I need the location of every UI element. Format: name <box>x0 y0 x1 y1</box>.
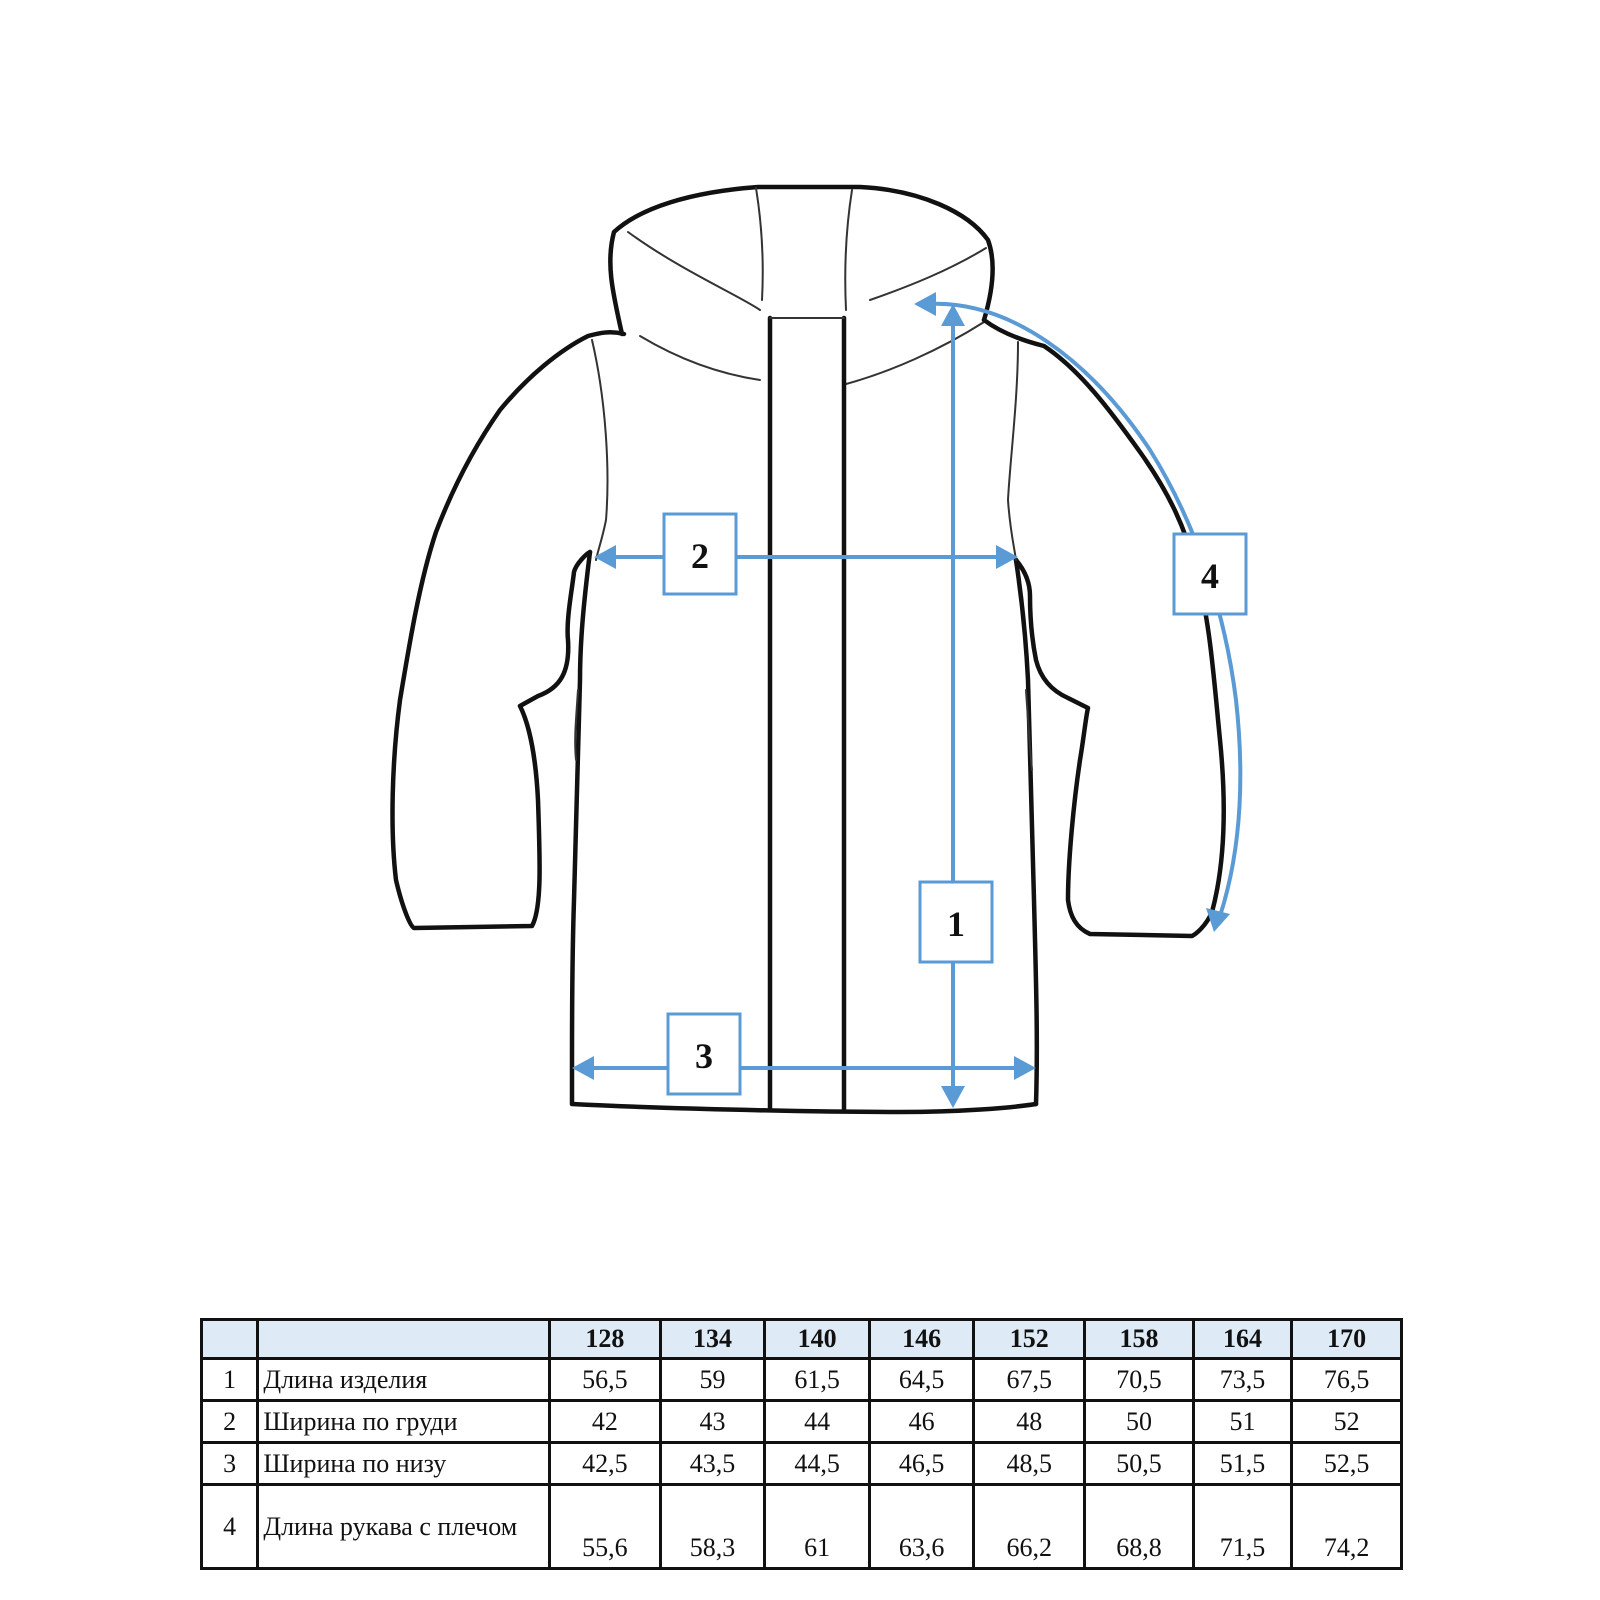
row-name: Длина рукава с плечом <box>256 1483 552 1570</box>
row-name: Ширина по груди <box>256 1399 552 1444</box>
header-size: 170 <box>1290 1318 1403 1360</box>
cell-value: 61,5 <box>763 1357 871 1402</box>
cell-value: 52 <box>1290 1399 1403 1444</box>
header-blank-name <box>256 1318 552 1360</box>
row-name: Длина изделия <box>256 1357 552 1402</box>
table-row: 1 Длина изделия 56,5 59 61,5 64,5 67,5 7… <box>199 1357 1403 1402</box>
cell-value: 64,5 <box>867 1357 976 1402</box>
cell-value: 43,5 <box>658 1441 767 1486</box>
label-2-text: 2 <box>691 536 709 576</box>
cell-value: 46,5 <box>867 1441 976 1486</box>
label-1: 1 <box>918 880 994 964</box>
cell-value: 55,6 <box>548 1483 662 1570</box>
row-number: 3 <box>199 1441 260 1486</box>
label-1-text: 1 <box>947 904 965 944</box>
header-size: 134 <box>658 1318 767 1360</box>
cell-value: 67,5 <box>972 1357 1087 1402</box>
header-size: 128 <box>548 1318 662 1360</box>
cell-value: 51,5 <box>1191 1441 1294 1486</box>
cell-value: 48 <box>972 1399 1087 1444</box>
cell-value: 42 <box>548 1399 662 1444</box>
row-number: 2 <box>199 1399 260 1444</box>
cell-value: 61 <box>763 1483 871 1570</box>
table-row: 2 Ширина по груди 42 43 44 46 48 50 51 5… <box>199 1399 1403 1444</box>
cell-value: 51 <box>1191 1399 1294 1444</box>
cell-value: 50 <box>1083 1399 1195 1444</box>
header-size: 164 <box>1191 1318 1294 1360</box>
label-3: 3 <box>666 1012 742 1096</box>
jacket-measurement-diagram: 1 2 3 4 <box>390 184 1248 1115</box>
cell-value: 76,5 <box>1290 1357 1403 1402</box>
cell-value: 52,5 <box>1290 1441 1403 1486</box>
cell-value: 58,3 <box>658 1483 767 1570</box>
label-4: 4 <box>1172 532 1248 616</box>
label-3-text: 3 <box>695 1036 713 1076</box>
cell-value: 44,5 <box>763 1441 871 1486</box>
cell-value: 46 <box>867 1399 976 1444</box>
cell-value: 71,5 <box>1191 1483 1294 1570</box>
cell-value: 43 <box>658 1399 767 1444</box>
header-size: 158 <box>1083 1318 1195 1360</box>
row-name: Ширина по низу <box>256 1441 552 1486</box>
header-size: 146 <box>867 1318 976 1360</box>
cell-value: 74,2 <box>1290 1483 1403 1570</box>
cell-value: 66,2 <box>972 1483 1087 1570</box>
header-size: 152 <box>972 1318 1087 1360</box>
label-4-text: 4 <box>1201 556 1219 596</box>
cell-value: 50,5 <box>1083 1441 1195 1486</box>
row-number: 1 <box>199 1357 260 1402</box>
header-size: 140 <box>763 1318 871 1360</box>
label-2: 2 <box>662 512 738 596</box>
table-header-row: 128 134 140 146 152 158 164 170 <box>199 1318 1403 1360</box>
measure-line-hem <box>572 1056 1036 1080</box>
cell-value: 48,5 <box>972 1441 1087 1486</box>
row-number: 4 <box>199 1483 260 1570</box>
jacket-outline <box>390 184 1227 1115</box>
table-row: 4 Длина рукава с плечом 55,6 58,3 61 63,… <box>199 1483 1403 1570</box>
table-row: 3 Ширина по низу 42,5 43,5 44,5 46,5 48,… <box>199 1441 1403 1486</box>
header-blank-num <box>199 1318 260 1360</box>
cell-value: 73,5 <box>1191 1357 1294 1402</box>
cell-value: 42,5 <box>548 1441 662 1486</box>
measure-line-length <box>941 304 965 1108</box>
cell-value: 70,5 <box>1083 1357 1195 1402</box>
cell-value: 63,6 <box>867 1483 976 1570</box>
size-table: 128 134 140 146 152 158 164 170 1 Длина … <box>199 1318 1403 1570</box>
cell-value: 59 <box>658 1357 767 1402</box>
cell-value: 44 <box>763 1399 871 1444</box>
cell-value: 56,5 <box>548 1357 662 1402</box>
cell-value: 68,8 <box>1083 1483 1195 1570</box>
